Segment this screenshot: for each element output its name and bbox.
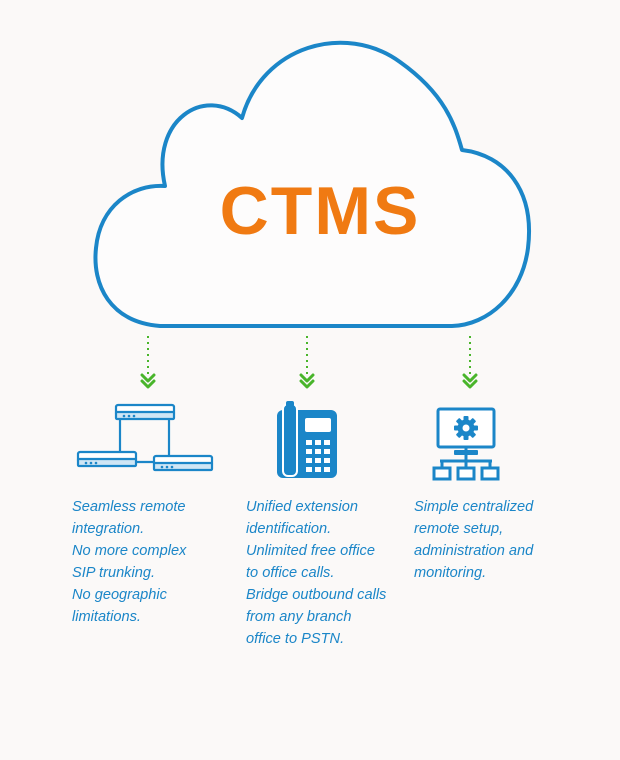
connector-arrow-1	[140, 336, 156, 389]
desc-line: Unified extension	[246, 499, 358, 515]
connector-arrow-3	[462, 336, 478, 389]
desc-line: remote setup,	[414, 521, 504, 537]
connector-arrow-2	[299, 336, 315, 389]
monitor-network-icon	[432, 407, 500, 481]
desc-line: monitoring.	[414, 565, 487, 581]
network-devices-icon	[76, 403, 214, 472]
cloud-title: CTMS	[219, 173, 421, 249]
column-1-description: Seamless remote integration. No more com…	[72, 496, 242, 628]
column-2-description: Unified extension identification. Unlimi…	[246, 496, 416, 650]
desk-phone-icon	[277, 401, 337, 478]
desc-line: Seamless remote	[72, 499, 186, 515]
desc-line: integration.	[72, 521, 145, 537]
desc-line: Bridge outbound calls	[246, 587, 387, 603]
desc-line: SIP trunking.	[72, 565, 156, 581]
desc-line: to office calls.	[246, 565, 335, 581]
desc-line: No more complex	[72, 543, 187, 559]
desc-line: identification.	[246, 521, 332, 537]
desc-line: administration and	[414, 543, 534, 559]
desc-line: Simple centralized	[414, 499, 534, 515]
desc-line: from any branch	[246, 609, 352, 625]
column-3-description: Simple centralized remote setup, adminis…	[414, 496, 614, 584]
gear-icon	[454, 416, 478, 440]
desc-line: limitations.	[72, 609, 141, 625]
desc-line: Unlimited free office	[246, 543, 375, 559]
desc-line: office to PSTN.	[246, 631, 345, 647]
desc-line: No geographic	[72, 587, 167, 603]
